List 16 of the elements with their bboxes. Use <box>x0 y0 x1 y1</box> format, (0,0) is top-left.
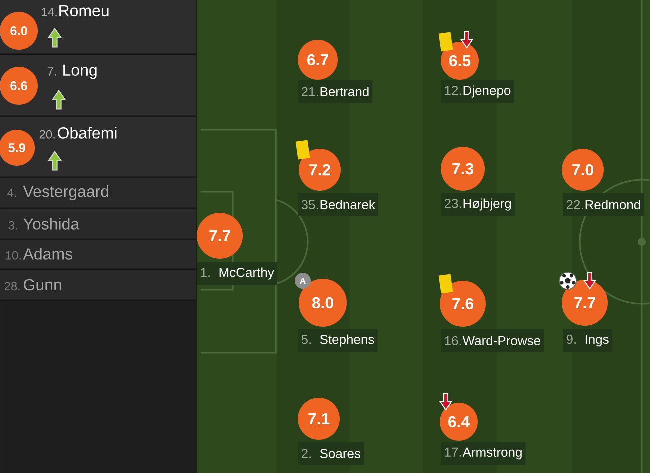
player-name-label: 23. Højbjerg <box>441 193 515 216</box>
bench-row: 28. Gunn <box>0 270 196 302</box>
player-name-label: 5. Stephens <box>298 329 378 352</box>
player-name-label: 22. Redmond <box>563 193 644 216</box>
bench-row: 4. Vestergaard <box>0 178 196 210</box>
player-name-label: 35. Bednarek <box>298 193 378 216</box>
player-name-label: 2. Soares <box>298 442 364 466</box>
player-name-label: 21. Bertrand <box>298 80 373 104</box>
player-name-label: 9. Ings <box>563 329 612 352</box>
player-name-label: 12. Djenepo <box>441 80 514 104</box>
bench-row: 3. Yoshida <box>0 209 196 240</box>
player-name-label: 16.Ward-Prowse <box>441 329 544 352</box>
captain-badge: A <box>295 273 311 289</box>
player-name-label: 17.Armstrong <box>441 442 526 466</box>
player-name-label: 1. McCarthy <box>197 262 278 286</box>
bench-row: 10.Adams <box>0 240 196 270</box>
